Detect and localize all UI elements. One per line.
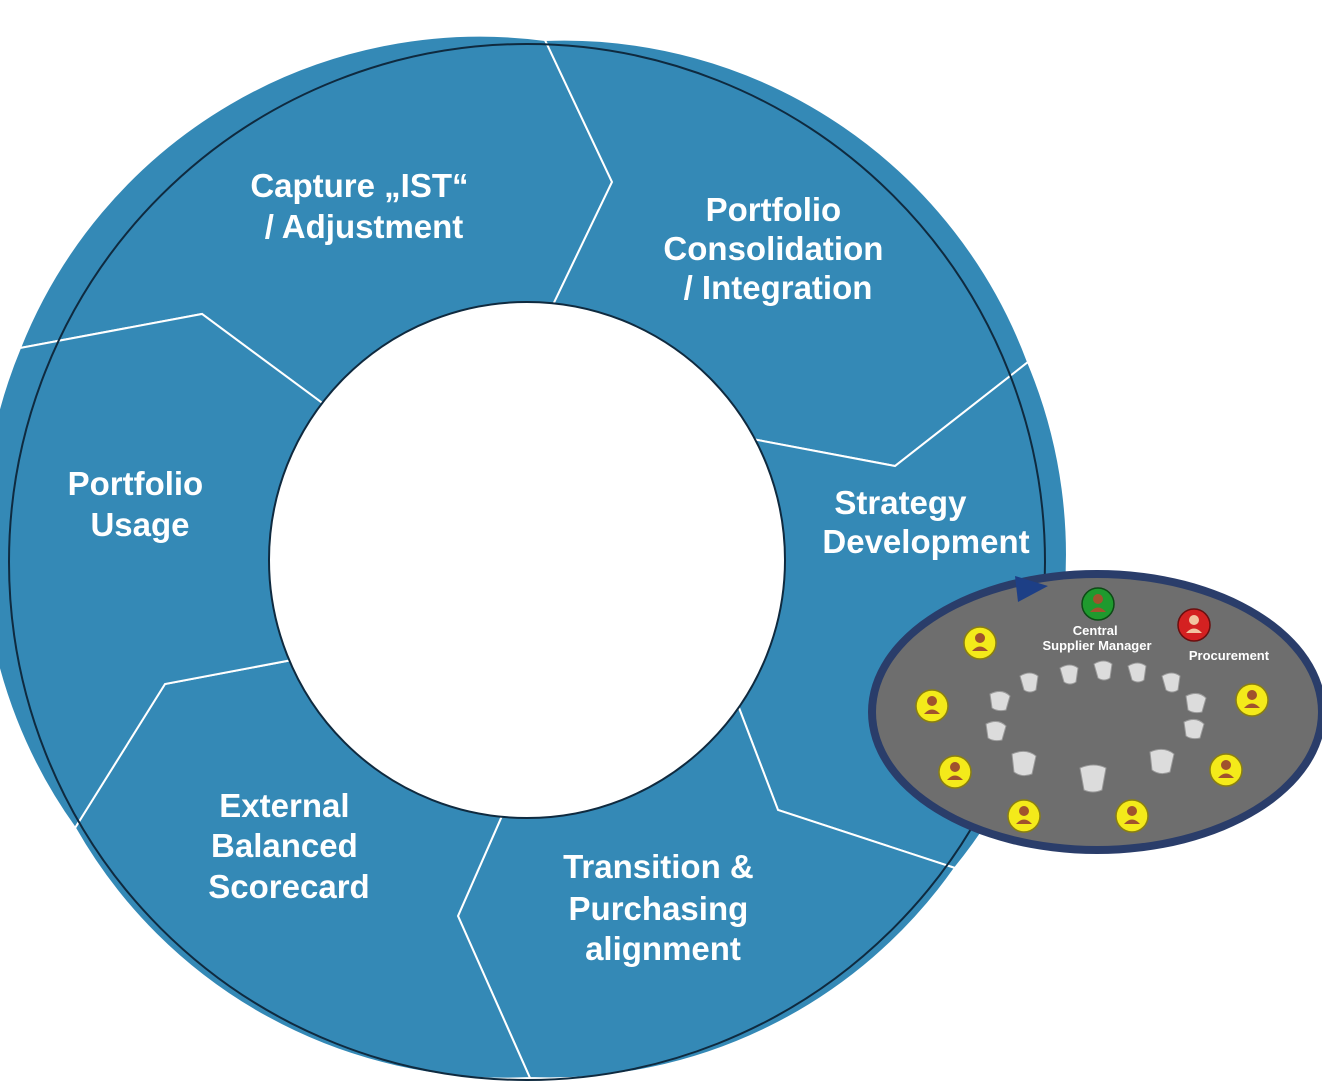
label-capture: Capture „IST“ / Adjustment <box>250 167 477 245</box>
chair-group <box>985 660 1207 793</box>
chair-icon <box>1149 748 1175 775</box>
procurement-person-icon <box>1177 608 1211 642</box>
person-icon <box>1115 799 1149 833</box>
label-usage: Portfolio Usage <box>68 465 213 543</box>
person-icon <box>1235 683 1269 717</box>
ring-center-hole <box>268 301 786 819</box>
chair-icon <box>1185 692 1207 714</box>
person-icon <box>963 626 997 660</box>
chair-icon <box>1127 662 1147 683</box>
chair-icon <box>1079 764 1107 793</box>
person-icon <box>938 755 972 789</box>
person-icon <box>915 689 949 723</box>
chair-icon <box>985 720 1007 742</box>
chair-icon <box>1011 750 1037 777</box>
procurement-label: Procurement <box>1189 648 1270 663</box>
person-icon <box>1209 753 1243 787</box>
cycle-labels: Capture „IST“ / Adjustment Portfolio Con… <box>68 167 1030 967</box>
chair-icon <box>1093 660 1113 681</box>
chair-icon <box>1019 672 1039 693</box>
person-icon <box>1007 799 1041 833</box>
central-manager-label: Central Supplier Manager <box>1042 623 1151 653</box>
chair-icon <box>989 690 1011 712</box>
cycle-ring <box>0 34 1068 1081</box>
arrow-right-icon <box>1015 576 1048 602</box>
chair-icon <box>1161 672 1181 693</box>
label-transition: Transition & Purchasing alignment <box>563 848 763 967</box>
chair-icon <box>1059 664 1079 685</box>
label-consolidation: Portfolio Consolidation / Integration <box>663 191 892 306</box>
participant-group <box>915 587 1269 833</box>
ring-outer-edge <box>8 43 1046 1081</box>
chair-icon <box>1183 718 1205 740</box>
label-strategy: Strategy Development <box>822 484 1029 560</box>
central-manager-person-icon <box>1081 587 1115 621</box>
meeting-table-illustration: Central Supplier Manager Procurement <box>868 570 1322 854</box>
label-scorecard: External Balanced Scorecard <box>208 787 369 905</box>
